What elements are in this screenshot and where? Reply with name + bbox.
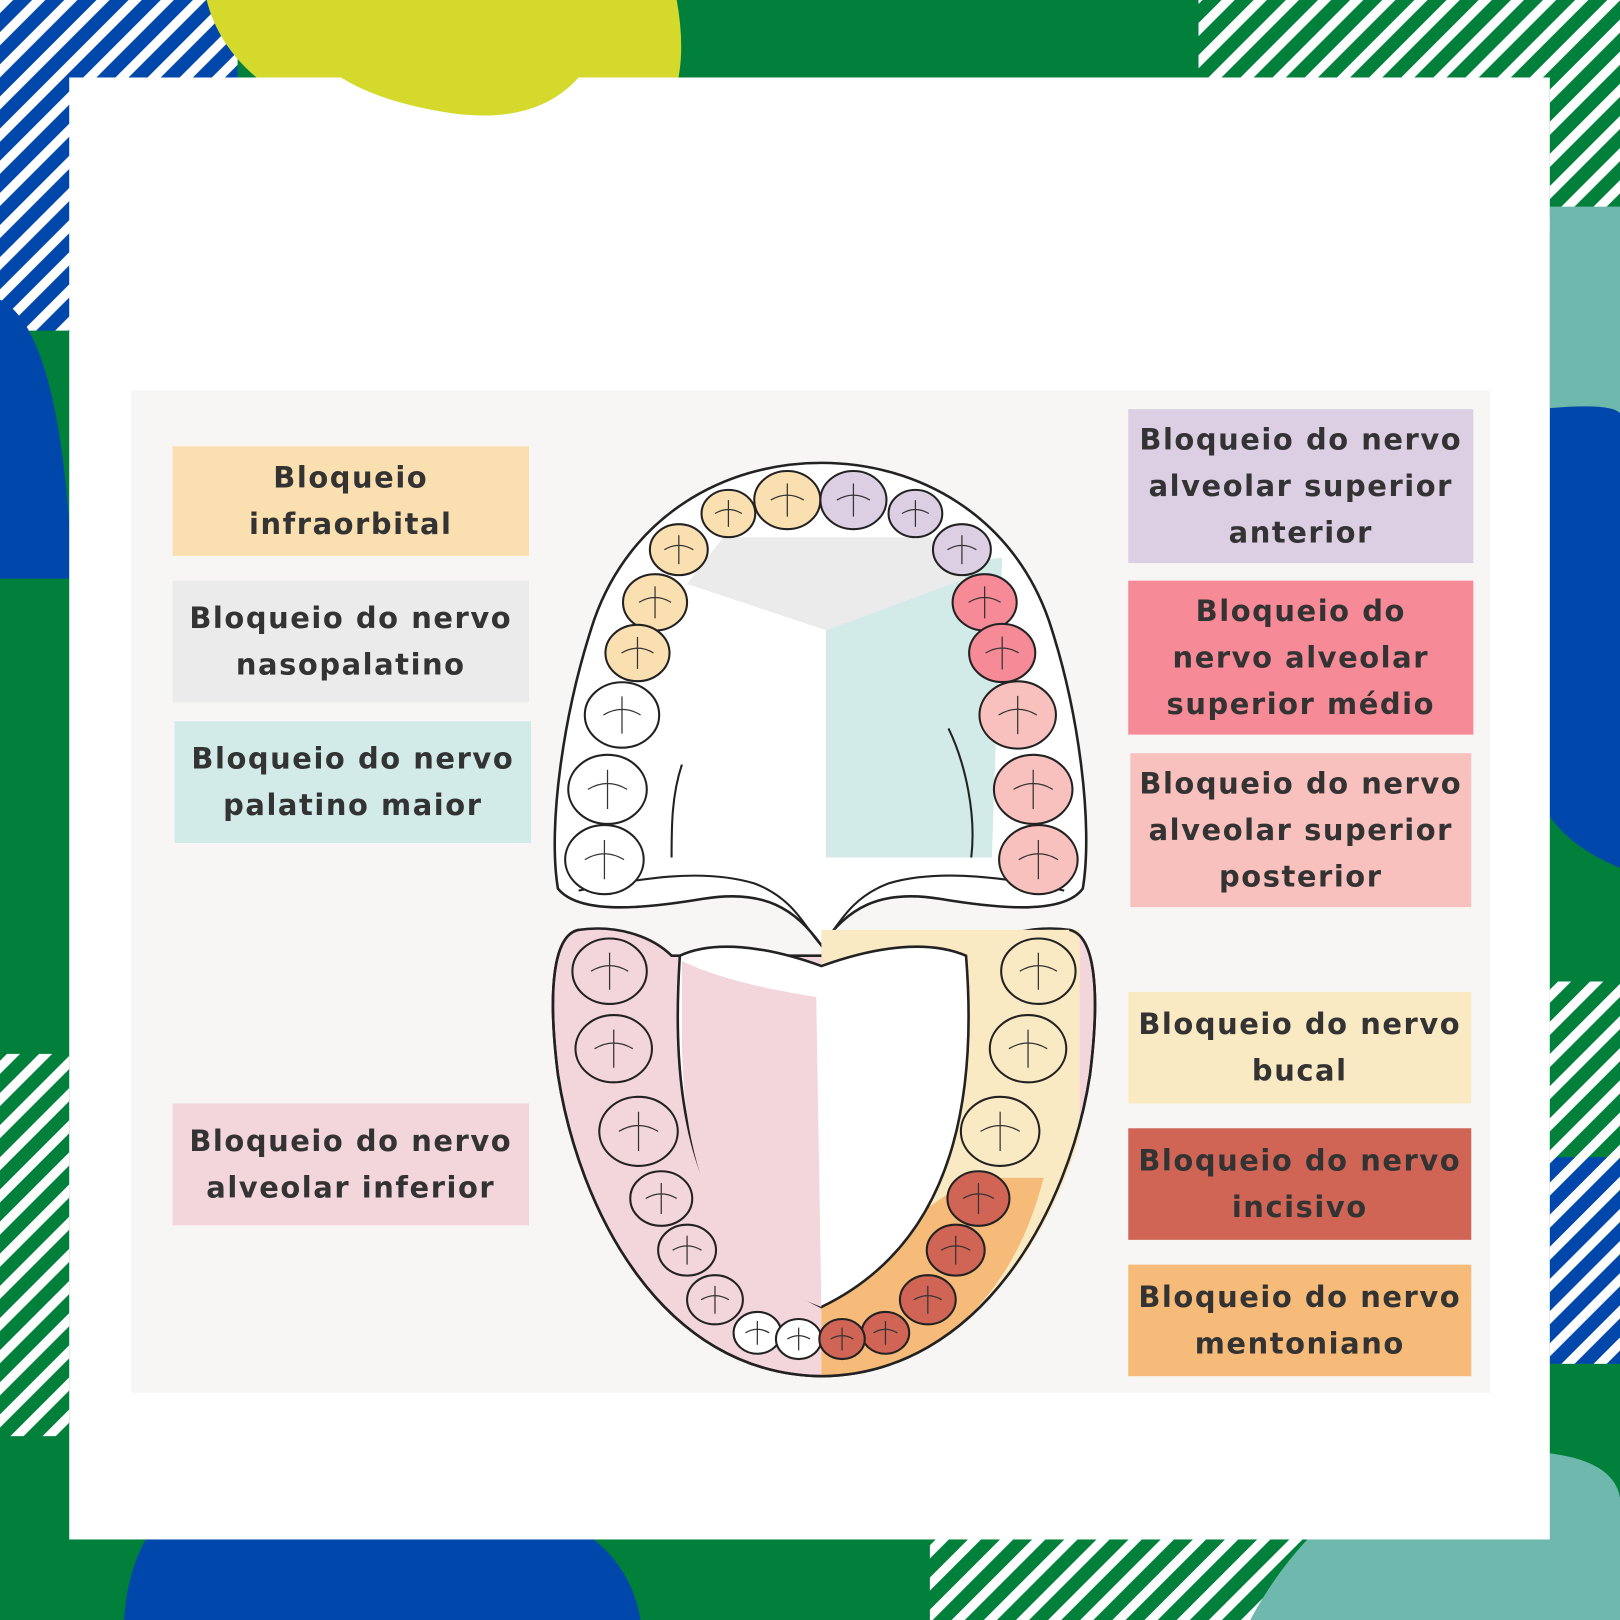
tooth-fissure (913, 1285, 943, 1314)
tooth-fissure (830, 1327, 854, 1351)
tooth-fissure (638, 586, 672, 619)
label-infraorbital: Bloqueio infraorbital (172, 446, 529, 556)
tooth-fissure (621, 636, 654, 669)
tooth-fissure (940, 1235, 971, 1265)
tooth-fissure (770, 483, 805, 517)
tooth-fissure (968, 586, 1001, 619)
tooth-fissure (980, 1111, 1021, 1151)
tooth-fissure (645, 1183, 678, 1215)
dental-arch-diagram (551, 461, 1097, 1378)
tooth-fissure (594, 1029, 634, 1068)
label-nasopalatino: Bloqueio do nervo nasopalatino (172, 580, 529, 703)
tooth-fissure (836, 483, 871, 517)
label-bucal: Bloqueio do nervo bucal (1128, 991, 1472, 1104)
tooth-fissure (700, 1285, 730, 1314)
tooth-fissure (664, 535, 694, 565)
tooth-fissure (786, 1327, 811, 1351)
label-alveolar-superior-medio: Bloqueio do nervo alveolar superior médi… (1128, 580, 1474, 735)
tooth-fissure (873, 1320, 898, 1345)
tooth-fissure (672, 1235, 702, 1265)
label-alveolar-inferior: Bloqueio do nervo alveolar inferior (172, 1103, 529, 1226)
tooth-fissure (584, 839, 625, 880)
label-incisivo: Bloqueio do nervo incisivo (1128, 1128, 1472, 1240)
tooth-fissure (618, 1111, 659, 1151)
tooth-fissure (985, 636, 1020, 670)
tooth-fissure (587, 769, 628, 809)
tooth-fissure (1008, 1029, 1048, 1068)
tooth-fissure (745, 1320, 770, 1345)
tooth-fissure (962, 1183, 995, 1215)
tooth-fissure (1018, 839, 1059, 880)
label-palatino-maior: Bloqueio do nervo palatino maior (174, 721, 532, 844)
tooth-fissure (947, 535, 977, 565)
tooth-fissure (714, 500, 743, 527)
label-alveolar-superior-anterior: Bloqueio do nervo alveolar superior ante… (1128, 409, 1474, 564)
label-alveolar-superior-posterior: Bloqueio do nervo alveolar superior post… (1130, 753, 1472, 908)
label-mentoniano: Bloqueio do nervo mentoniano (1128, 1264, 1472, 1377)
tooth-fissure (1013, 769, 1054, 809)
tooth-fissure (603, 696, 641, 734)
tooth-fissure (998, 695, 1038, 735)
tooth-fissure (590, 952, 629, 990)
tooth-fissure (901, 500, 930, 527)
tooth-fissure (1019, 952, 1058, 990)
